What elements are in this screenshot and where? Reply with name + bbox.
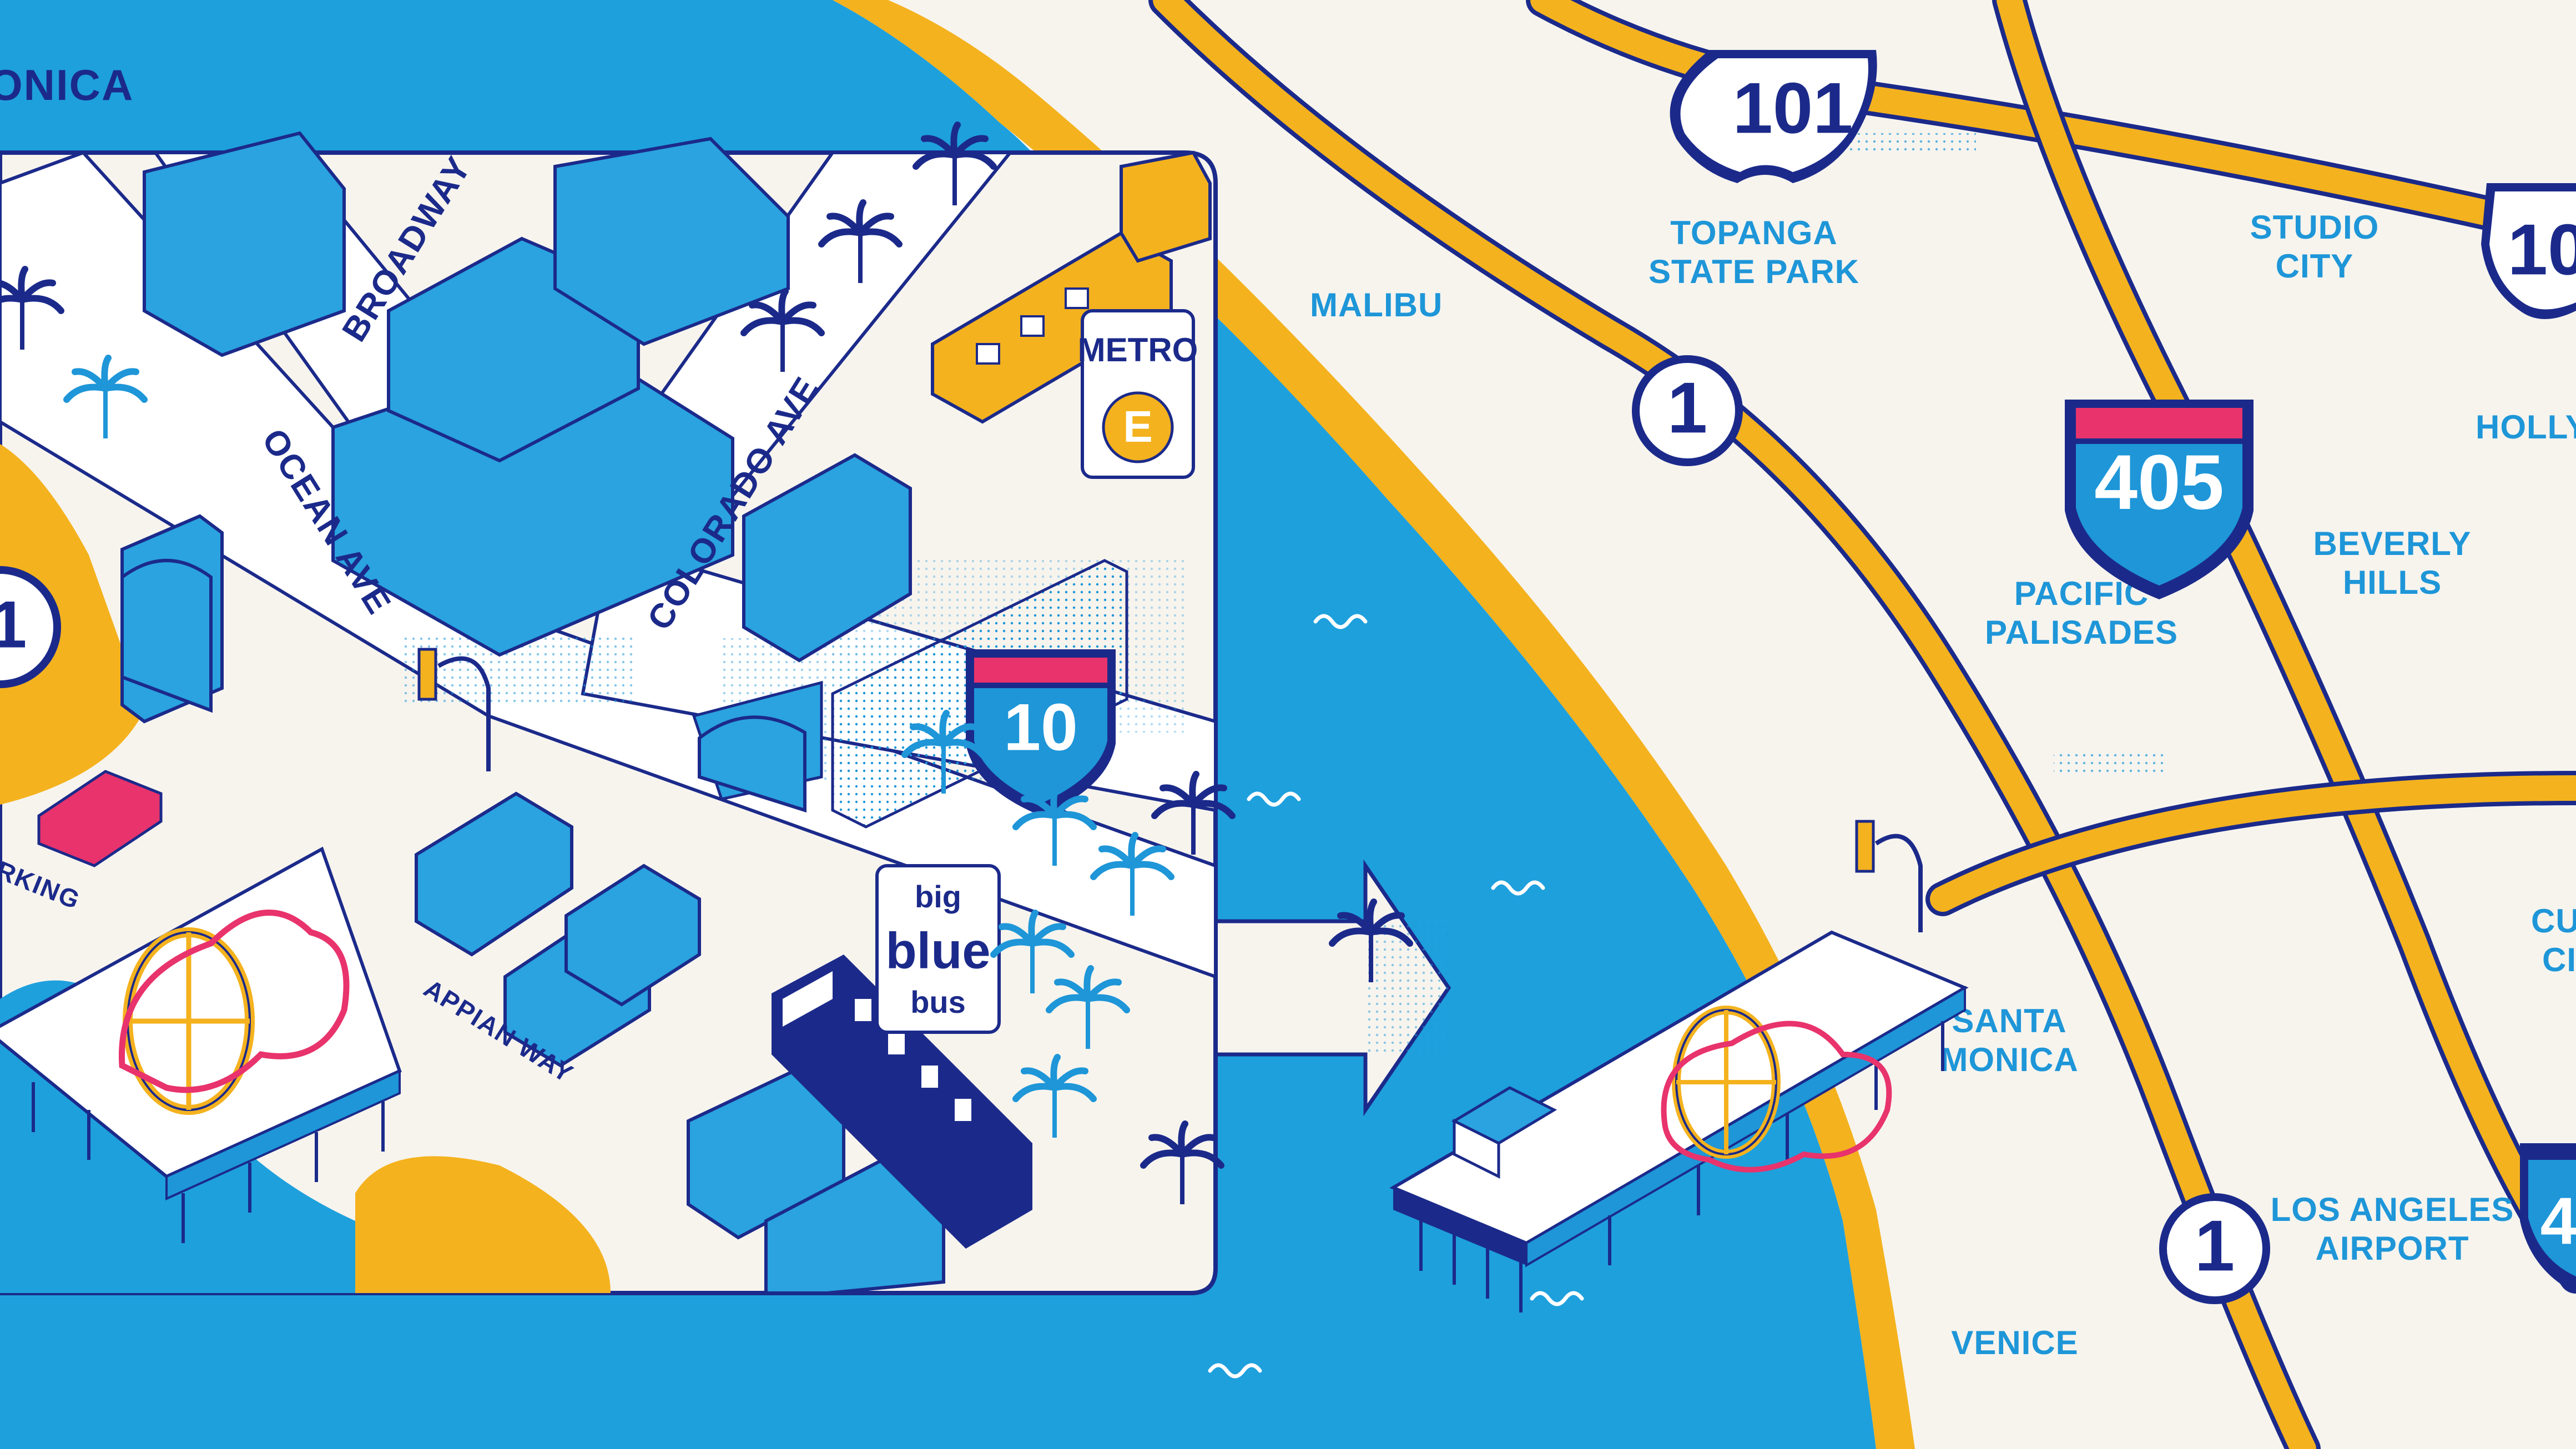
roller-coaster-icon [1661,1021,1892,1173]
label-beverly-2: HILLS [2343,564,2442,601]
metro-badge: METRO E [1078,309,1198,479]
shield-us101-right-number: 10 [2508,209,2576,290]
shield-ca1-south: 1 [2159,1193,2270,1304]
map-title: ONICA [0,60,134,109]
bus-icon [772,955,1032,1249]
car-icon [37,770,163,867]
detail-inset: BROADWAY OCEAN AVE COLORADO AVE APPIAN W… [0,125,1410,1295]
shield-i405-number: 405 [2094,438,2224,526]
metro-line-label: METRO [1078,331,1198,368]
shield-ca1-north-number: 1 [1667,367,1707,448]
pier-sign-icon [1855,820,1923,932]
place-labels: MALIBU TOPANGA STATE PARK STUDIO CITY HO… [1310,209,2576,1361]
shield-us101-number: 101 [1733,67,1853,148]
pier-inset [0,846,402,1243]
bus-callout: big blue bus [875,864,1001,1034]
roller-coaster-icon [118,909,350,1093]
label-culver-2: CI [2542,941,2576,978]
bus-label-1: big [915,879,961,914]
pier-sign-icon [417,648,491,771]
shield-ca1-north: 1 [1632,355,1743,466]
label-topanga-2: STATE PARK [1649,253,1859,290]
label-beverly-1: BEVERLY [2313,525,2472,562]
shield-ca1-inset-number: 1 [0,588,27,662]
label-palisades-2: PALISADES [1985,614,2178,651]
label-santa-monica-2: MONICA [1940,1041,2078,1078]
shield-i405: 405 [2065,400,2254,599]
embankment [1832,133,1976,155]
label-venice: VENICE [1951,1324,2078,1361]
label-lax-1: LOS ANGELES [2271,1191,2514,1228]
label-lax-2: AIRPORT [2316,1230,2469,1267]
ferris-wheel-icon [123,927,255,1115]
label-studio-city-1: STUDIO [2250,209,2380,246]
shield-us101-right: 10 [2481,183,2576,319]
shield-us101: 101 [1670,50,1877,183]
ferris-wheel-icon [1672,1006,1781,1159]
shield-i10-number: 10 [1004,690,1077,765]
label-topanga-1: TOPANGA [1670,214,1837,251]
label-hollywood: HOLLYW [2476,408,2576,446]
embankment [2054,749,2165,777]
label-santa-monica-1: SANTA [1952,1002,2066,1039]
tunnel-portal [698,715,806,813]
shield-i10: 10 [966,649,1116,816]
shield-i405-right-number: 4 [2540,1184,2576,1259]
shield-ca1-inset: 1 [0,566,61,688]
shield-i405-right: 4 [2520,1143,2576,1293]
label-culver-1: CUL [2531,902,2576,940]
building-blocks [120,131,945,1295]
tunnel-portal [120,559,213,713]
metro-line-letter: E [1123,402,1152,451]
shield-ca1-south-number: 1 [2195,1205,2235,1286]
label-studio-city-2: CITY [2276,248,2354,285]
bus-label-3: bus [910,984,966,1019]
train-icon [931,150,1212,424]
label-malibu: MALIBU [1310,286,1443,324]
bus-label-2: blue [885,922,990,979]
